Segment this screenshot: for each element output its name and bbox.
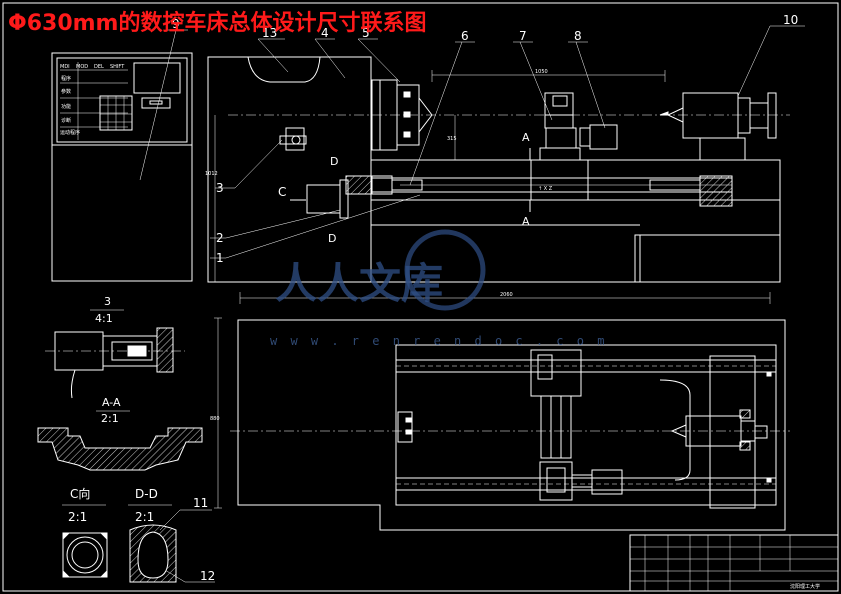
svg-text:↑ X Z: ↑ X Z <box>538 186 553 192</box>
watermark-url: w w w . r e n r e n d o c . c o m <box>270 334 607 348</box>
dim-top-length: 1050 <box>535 69 548 75</box>
mark-a-top: A <box>522 131 530 144</box>
panel-tab-shift: SHIFT <box>110 64 125 70</box>
balloon-12: 12 <box>200 569 215 583</box>
mark-c: C <box>278 185 286 199</box>
sectiondd-label: D-D <box>135 487 158 501</box>
sectionaa-scale: 2:1 <box>101 412 119 425</box>
panel-row-motion: 运动程序 <box>60 129 80 136</box>
balloon-11: 11 <box>193 496 208 510</box>
plan-view: 880 <box>210 317 790 531</box>
balloon-4: 4 <box>321 26 329 40</box>
balloon-7: 7 <box>519 29 527 43</box>
detail3-scale: 4:1 <box>95 312 113 325</box>
balloon-2: 2 <box>216 231 224 245</box>
balloon-labels: 1 2 3 4 5 6 7 8 9 10 11 12 13 <box>172 13 798 583</box>
detail-3: 3 4:1 <box>45 295 185 399</box>
control-cabinet: MDI MOD DEL SHIFT 程序 参数 功能 诊断 运动程序 <box>51 52 193 282</box>
panel-row-program: 程序 <box>61 75 71 82</box>
balloon-10: 10 <box>783 13 798 27</box>
balloon-1: 1 <box>216 251 224 265</box>
panel-tab-del: DEL <box>94 64 104 70</box>
panel-row-diagnose: 诊断 <box>61 117 71 124</box>
school-name: 沈阳理工大学 <box>790 583 820 590</box>
sectiondd-scale: 2:1 <box>135 510 154 524</box>
panel-tab-mdi: MDI <box>60 64 70 70</box>
section-a-a: A-A 2:1 <box>37 396 203 471</box>
front-view: ↑ X Z 1050 2060 1012 315 C D D A A <box>205 56 790 304</box>
dim-carriage: 315 <box>447 136 457 142</box>
mark-d-top: D <box>330 155 338 168</box>
watermark-text: 人人文库 <box>275 259 443 308</box>
drawing-title: Φ630mm的数控车床总体设计尺寸联系图 <box>8 10 426 36</box>
panel-row-function: 功能 <box>61 103 71 110</box>
balloon-5: 5 <box>362 26 370 40</box>
sectionaa-label: A-A <box>102 396 121 409</box>
view-c: C向 2:1 <box>62 486 108 578</box>
mark-d-bottom: D <box>328 232 336 245</box>
headstock <box>207 56 372 283</box>
balloon-13: 13 <box>262 26 277 40</box>
dim-height: 1012 <box>205 171 218 177</box>
viewc-label: C向 <box>70 486 90 501</box>
balloon-9: 9 <box>172 17 180 31</box>
balloon-6: 6 <box>461 29 469 43</box>
panel-row-params: 参数 <box>61 88 71 95</box>
leaders <box>139 25 805 583</box>
title-block: 沈阳理工大学 <box>629 534 839 592</box>
detail3-label: 3 <box>104 295 111 308</box>
balloon-3: 3 <box>216 181 224 195</box>
section-d-d: D-D 2:1 <box>128 487 177 583</box>
viewc-scale: 2:1 <box>68 510 87 524</box>
dim-bed-width: 880 <box>210 416 220 422</box>
balloon-8: 8 <box>574 29 582 43</box>
panel-tab-mod: MOD <box>76 64 88 70</box>
dim-total-length: 2060 <box>500 292 513 298</box>
mark-a-bottom: A <box>522 215 530 228</box>
watermark: 人人文库 w w w . r e n r e n d o c . c o m <box>270 229 607 348</box>
